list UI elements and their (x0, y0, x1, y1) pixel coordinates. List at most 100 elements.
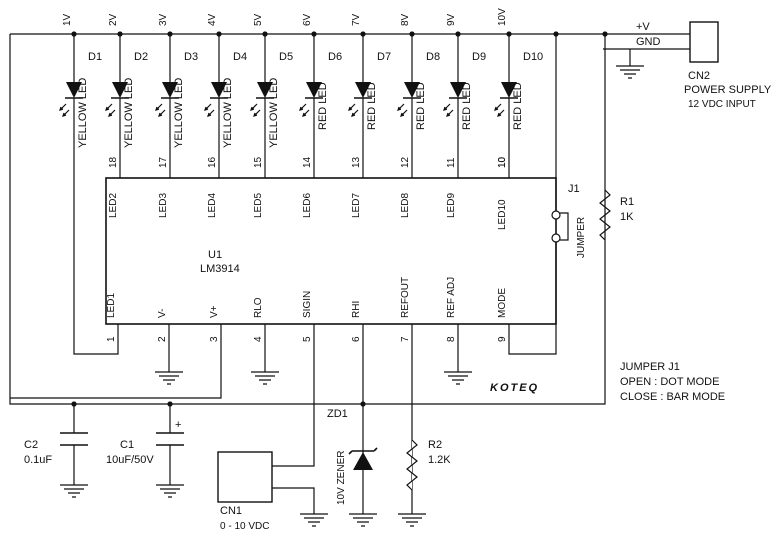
led-type: YELLOW LED (123, 78, 135, 148)
c1-ref: C1 (120, 439, 134, 451)
ic-pin-label: LED10 (497, 199, 508, 230)
ic-pin-number: 3 (209, 336, 220, 342)
junction-dot (455, 31, 461, 37)
c2-ref: C2 (24, 439, 38, 451)
ic-pin-number: 12 (400, 156, 411, 168)
resistor-r1: R1 1K (599, 189, 634, 241)
led-type: RED LED (461, 82, 473, 130)
ic-pin-number: 2 (157, 336, 168, 342)
led-ref: D10 (523, 51, 543, 63)
ground-symbols (60, 65, 644, 527)
ic-pin-label: RLO (253, 297, 264, 318)
ic-ref: U1 (208, 249, 222, 261)
led-ref: D4 (233, 51, 247, 63)
led-type: YELLOW LED (173, 78, 185, 148)
led-ref: D9 (472, 51, 486, 63)
ground-symbol (444, 371, 472, 385)
voltage-tap: 4V (207, 13, 218, 26)
ic-pin-label: LED3 (158, 193, 169, 218)
junction-dot (360, 401, 366, 407)
ic-pin-label: V+ (209, 305, 220, 318)
junction-dot (311, 31, 317, 37)
ic-pin-number: 13 (351, 156, 362, 168)
ic-part: LM3914 (200, 263, 240, 275)
ic-pin-label: V- (157, 309, 168, 318)
power-name: POWER SUPPLY (684, 84, 772, 96)
led-type: RED LED (415, 82, 427, 130)
ic-pin-label: REFOUT (400, 277, 411, 318)
led-ref: D3 (184, 51, 198, 63)
ground-symbol (349, 513, 377, 527)
led-ref: D8 (426, 51, 440, 63)
c1-polarity: + (175, 419, 181, 431)
cn1-value: 0 - 10 VDC (220, 521, 269, 532)
note-title: JUMPER J1 (620, 361, 680, 373)
junction-dot (262, 31, 268, 37)
ic-pin-number: 11 (446, 157, 457, 168)
signal-connector: CN1 0 - 10 VDC (217, 451, 273, 532)
ic-pin-label: REF ADJ (446, 277, 457, 318)
junction-dot (167, 31, 173, 37)
ic-pin-number: 18 (108, 156, 119, 168)
voltage-tap: 6V (302, 13, 313, 26)
ic-pin-number: 15 (253, 156, 264, 168)
c1-value: 10uF/50V (106, 454, 154, 466)
ic-pin-number: 16 (207, 156, 218, 168)
junction-dot (553, 31, 559, 37)
led-type: YELLOW LED (268, 78, 280, 148)
capacitor-c1: + C1 10uF/50V (106, 419, 184, 466)
capacitor-c2: C2 0.1uF (24, 432, 88, 466)
ic-pin-label: LED9 (446, 193, 457, 218)
voltage-tap: 8V (400, 13, 411, 26)
ic-pin-label: LED2 (108, 193, 119, 218)
ic-pin-labels: 18LED217LED316LED415LED514LED613LED712LE… (106, 156, 508, 342)
ic-pin-label: LED5 (253, 193, 264, 218)
ic-pin-label: LED1 (106, 293, 117, 318)
c2-value: 0.1uF (24, 454, 52, 466)
power-gnd-label: GND (636, 36, 661, 48)
power-desc: 12 VDC INPUT (688, 99, 756, 110)
junction-dot (71, 401, 77, 407)
voltage-tap: 1V (62, 13, 73, 26)
junction-dot (117, 31, 123, 37)
voltage-tap: 9V (446, 13, 457, 26)
r1-ref: R1 (620, 196, 634, 208)
ground-symbol (60, 484, 88, 498)
ic-pin-label: RHI (351, 301, 362, 318)
led-type: RED LED (512, 82, 524, 130)
junction-dots (71, 31, 608, 407)
zd1-ref: ZD1 (327, 408, 348, 420)
junction-dot (71, 31, 77, 37)
voltage-tap: 10V (497, 8, 508, 26)
power-connector (689, 21, 719, 63)
voltage-tap: 3V (158, 13, 169, 26)
led-ref: D6 (328, 51, 342, 63)
zener-zd1: ZD1 10V ZENER (327, 408, 378, 505)
junction-dot (216, 31, 222, 37)
power-ref: CN2 (688, 70, 710, 82)
led-ref: D7 (377, 51, 391, 63)
led-type: RED LED (317, 82, 329, 130)
power-plus-label: +V (636, 21, 650, 33)
ic-pin-label: LED7 (351, 193, 362, 218)
ic-pin-number: 14 (302, 156, 313, 168)
r2-ref: R2 (428, 439, 442, 451)
wires (9, 33, 690, 514)
ic-body (105, 177, 557, 325)
ground-symbol (398, 513, 426, 527)
note-close: CLOSE : BAR MODE (620, 391, 725, 403)
ic-pin-number: 10 (497, 156, 508, 168)
junction-dot (167, 401, 173, 407)
ground-symbol (300, 513, 328, 527)
led-ref: D5 (279, 51, 293, 63)
ic-pin-label: SIGIN (302, 291, 313, 318)
ic-pin-number: 8 (446, 336, 457, 342)
ic-pin-number: 17 (158, 156, 169, 168)
ic-pin-label: LED4 (207, 193, 218, 218)
ground-symbol (156, 484, 184, 498)
